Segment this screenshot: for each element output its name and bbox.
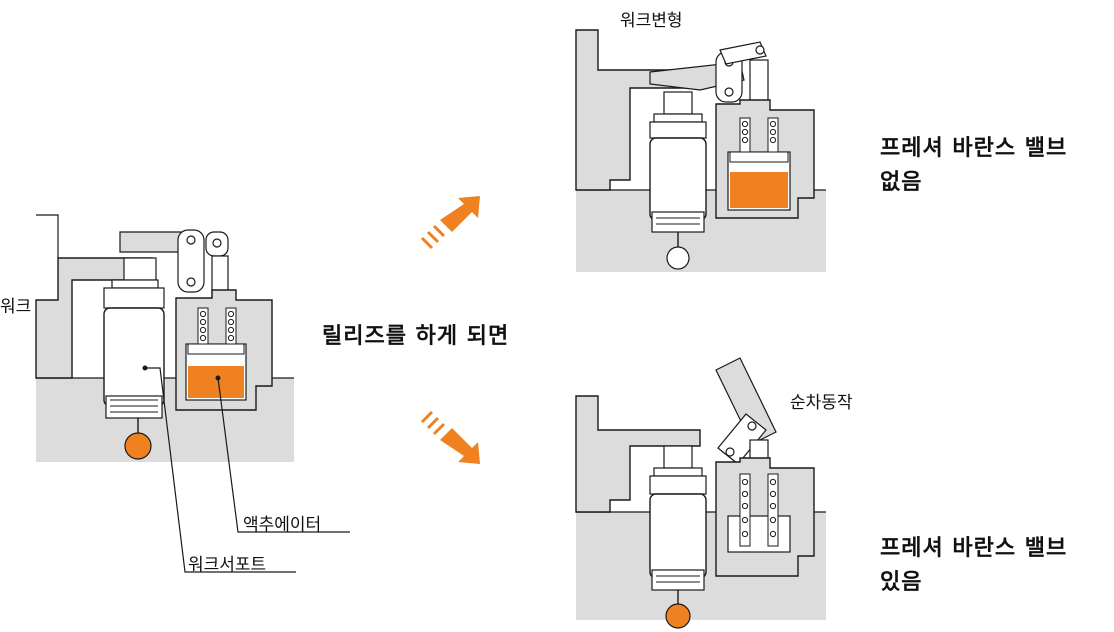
left-clamp-arm xyxy=(119,231,183,253)
bottom-orange-plunger xyxy=(665,603,691,629)
bottom-result-line2: 있음 xyxy=(880,570,923,595)
actuator-label: 액추에이터 xyxy=(243,515,322,535)
bottom-workpiece xyxy=(575,395,701,513)
arrow-down-right-icon xyxy=(420,410,480,464)
left-oil-fill xyxy=(188,366,244,398)
bottom-swung-clamp-arm xyxy=(715,357,777,445)
top-case-label: 워크변형 xyxy=(620,11,683,31)
bottom-right-assembly xyxy=(575,357,826,629)
workpiece-label: 워크 xyxy=(0,297,32,317)
top-result-text: 프레셔 바란스 밸브 없음 xyxy=(880,132,1067,200)
left-orange-plunger xyxy=(124,432,152,460)
work-support-leader-line xyxy=(145,367,296,573)
left-work-support-body xyxy=(103,307,165,407)
bottom-result-line1: 프레셔 바란스 밸브 xyxy=(880,536,1068,561)
actuator-leader-line xyxy=(217,377,350,533)
work-support-label: 워크서포트 xyxy=(188,555,267,575)
top-result-line1: 프레셔 바란스 밸브 xyxy=(880,136,1068,161)
bottom-case-label: 순차동작 xyxy=(790,393,853,413)
middle-caption: 릴리즈를 하게 되면 xyxy=(322,324,510,349)
top-result-line2: 없음 xyxy=(880,170,923,195)
bottom-result-text: 프레셔 바란스 밸브 있음 xyxy=(880,532,1067,600)
arrow-up-right-icon xyxy=(420,196,480,250)
left-assembly xyxy=(35,214,350,573)
top-oil-fill xyxy=(730,172,788,208)
top-right-assembly xyxy=(575,29,826,272)
